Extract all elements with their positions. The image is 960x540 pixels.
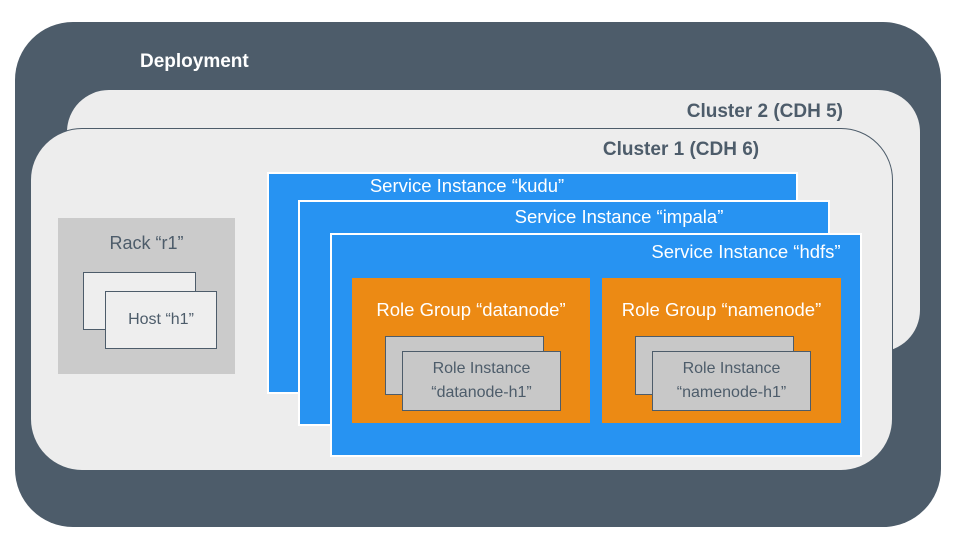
host-box: Host “h1” — [105, 291, 217, 349]
service-box-hdfs: Service Instance “hdfs” Role Group “data… — [330, 233, 862, 457]
rack-label: Rack “r1” — [109, 233, 184, 253]
cluster1-label: Cluster 1 (CDH 6) — [602, 139, 760, 160]
role-instance-label-line1: Role Instance — [432, 360, 531, 377]
role-instance-label-line1: Role Instance — [682, 360, 781, 377]
cluster2-label: Cluster 2 (CDH 5) — [686, 101, 843, 122]
role-instance-label-line2: “namenode-h1” — [676, 384, 787, 401]
role-instance-box-namenode: Role Instance “namenode-h1” — [652, 351, 811, 411]
service-label-hdfs: Service Instance “hdfs” — [651, 241, 841, 262]
role-group-namenode: Role Group “namenode” Role Instance “nam… — [602, 278, 841, 423]
host-label: Host “h1” — [128, 311, 194, 328]
role-instance-box-datanode: Role Instance “datanode-h1” — [402, 351, 561, 411]
service-label-impala: Service Instance “impala” — [514, 206, 724, 227]
service-label-kudu: Service Instance “kudu” — [369, 175, 565, 196]
deployment-label: Deployment — [140, 51, 249, 72]
role-group-datanode: Role Group “datanode” Role Instance “dat… — [352, 278, 590, 423]
role-group-label-datanode: Role Group “datanode” — [376, 299, 566, 320]
role-group-label-namenode: Role Group “namenode” — [621, 299, 822, 320]
role-instance-label-line2: “datanode-h1” — [431, 384, 532, 401]
